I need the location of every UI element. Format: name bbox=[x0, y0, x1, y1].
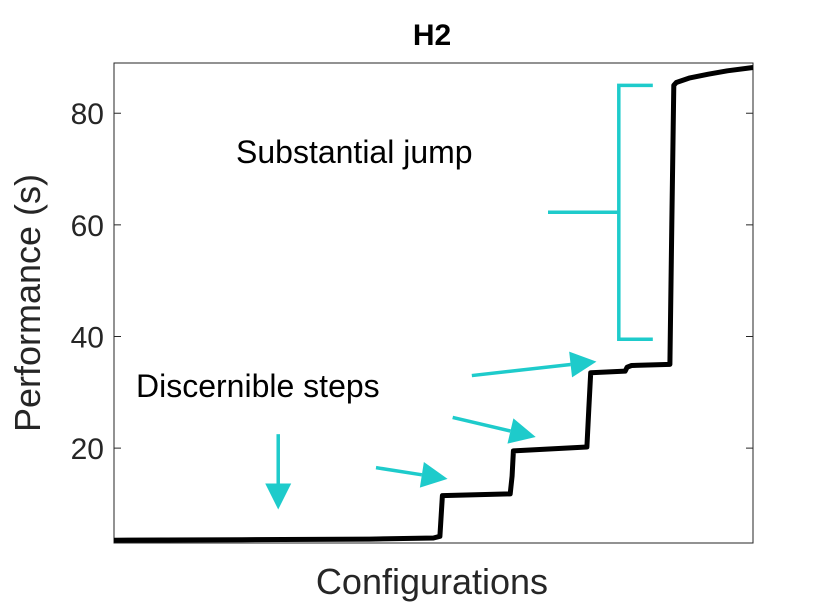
step-arrow-shaft bbox=[471, 362, 571, 378]
y-tick-label: 80 bbox=[71, 98, 104, 131]
step-arrow-head bbox=[507, 418, 536, 444]
chart-title: H2 bbox=[413, 19, 451, 52]
y-tick-label: 20 bbox=[71, 433, 104, 466]
plot-frame bbox=[113, 62, 754, 544]
y-tick-label: 40 bbox=[71, 321, 104, 354]
step-arrow-head bbox=[569, 351, 597, 378]
step-arrow-head bbox=[265, 483, 292, 510]
jump-bracket bbox=[617, 83, 653, 342]
y-axis-ticks: 20 40 60 80 bbox=[71, 98, 753, 466]
step-arrow-shaft bbox=[375, 465, 423, 477]
y-tick-label: 60 bbox=[71, 210, 104, 243]
annotation-discernible-steps: Discernible steps bbox=[136, 368, 380, 404]
annotation-substantial-jump: Substantial jump bbox=[236, 134, 473, 170]
step-arrow-shaft bbox=[452, 415, 511, 433]
annotations bbox=[265, 83, 653, 510]
x-axis-label: Configurations bbox=[316, 561, 548, 602]
series-line bbox=[113, 65, 754, 543]
step-arrow-head bbox=[419, 461, 448, 488]
y-axis-label: Performance (s) bbox=[7, 174, 48, 432]
